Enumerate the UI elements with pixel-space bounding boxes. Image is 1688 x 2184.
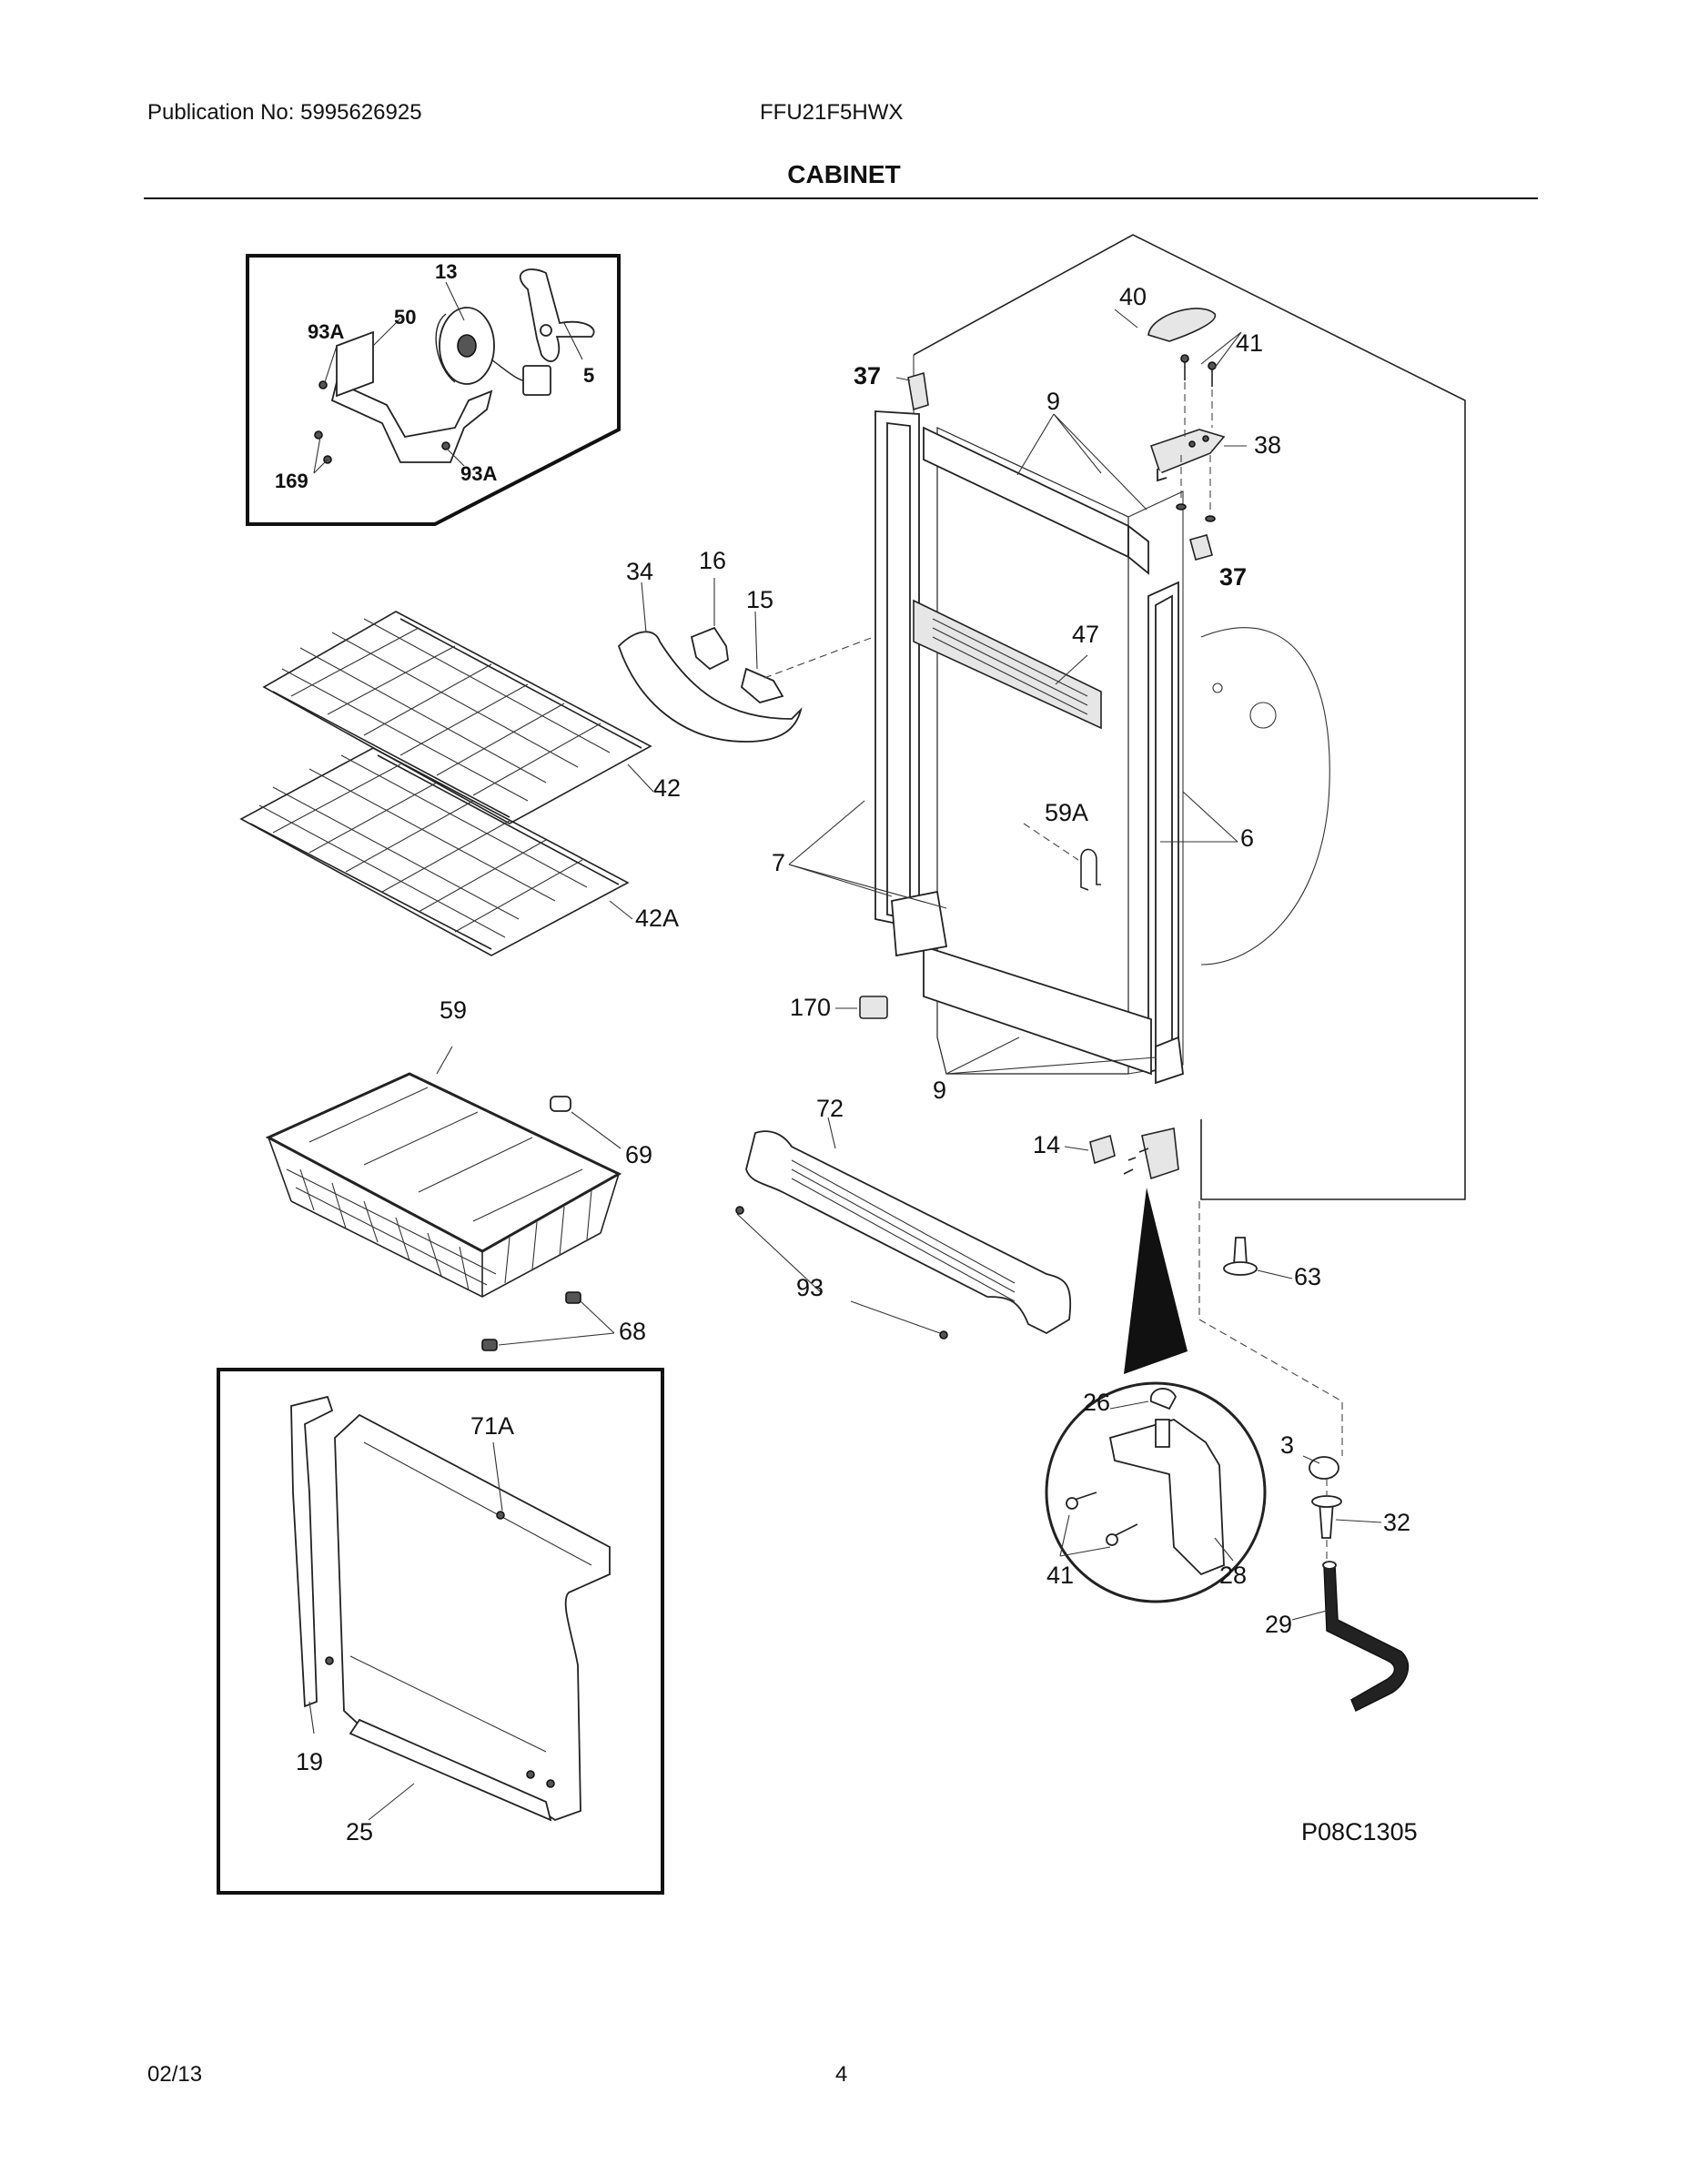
label-19: 19	[296, 1748, 323, 1775]
label-41-hinge: 41	[1046, 1562, 1074, 1589]
label-93: 93	[796, 1274, 824, 1301]
label-59A: 59A	[1045, 799, 1088, 826]
label-59: 59	[440, 996, 467, 1024]
label-34: 34	[626, 558, 653, 585]
drain-pan-inset: 71A 19 25	[217, 1368, 664, 1895]
label-42A: 42A	[635, 905, 679, 932]
label-14: 14	[1033, 1131, 1060, 1158]
label-42: 42	[653, 774, 681, 802]
label-71A: 71A	[470, 1412, 514, 1440]
diagram-code: P08C1305	[1301, 1818, 1418, 1845]
label-41-top: 41	[1236, 329, 1263, 357]
title-divider	[144, 197, 1538, 199]
label-63: 63	[1294, 1263, 1321, 1290]
toe-grille: 72 93 170 14	[735, 994, 1116, 1340]
label-93A: 93A	[308, 320, 344, 343]
freezer-basket: 59 69 68	[265, 996, 652, 1351]
label-16: 16	[699, 547, 726, 574]
label-170: 170	[790, 994, 831, 1021]
publication-number: Publication No: 5995626925	[147, 100, 422, 125]
page-title: CABINET	[787, 160, 901, 188]
label-29: 29	[1265, 1611, 1292, 1638]
label-32: 32	[1383, 1509, 1410, 1536]
label-37-side: 37	[1219, 563, 1247, 591]
cabinet-body: 40 41 37 9 38 37 47 59A 7 6 9	[772, 234, 1466, 1200]
footer-date: 02/13	[147, 2062, 203, 2087]
label-40: 40	[1119, 283, 1147, 310]
label-15: 15	[746, 586, 773, 613]
fan-assembly-inset: 13 93A 50 5 169 93A	[246, 254, 621, 526]
label-25: 25	[346, 1818, 373, 1845]
light-assembly: 34 16 15	[617, 547, 874, 743]
wire-shelves: 42 42A	[239, 611, 681, 956]
label-28: 28	[1219, 1562, 1247, 1589]
label-13: 13	[435, 260, 457, 283]
label-68: 68	[619, 1318, 646, 1345]
label-69: 69	[625, 1141, 652, 1168]
label-7: 7	[772, 849, 785, 876]
label-9-bottom: 9	[933, 1077, 946, 1104]
bottom-hinge-detail: 63 26 3 32 41 28 29	[1045, 1127, 1410, 1713]
label-50: 50	[394, 306, 416, 329]
page-number: 4	[835, 2062, 848, 2087]
label-169: 169	[275, 470, 308, 492]
label-93A-bracket: 93A	[460, 462, 497, 485]
label-26: 26	[1083, 1389, 1110, 1416]
label-5: 5	[583, 364, 594, 387]
label-38: 38	[1254, 431, 1281, 459]
model-number: FFU21F5HWX	[760, 100, 904, 125]
label-37-top: 37	[854, 362, 881, 389]
label-9-top: 9	[1046, 388, 1060, 415]
label-3: 3	[1280, 1431, 1294, 1459]
label-47: 47	[1072, 621, 1099, 648]
label-6: 6	[1240, 824, 1254, 852]
label-72: 72	[816, 1095, 844, 1122]
